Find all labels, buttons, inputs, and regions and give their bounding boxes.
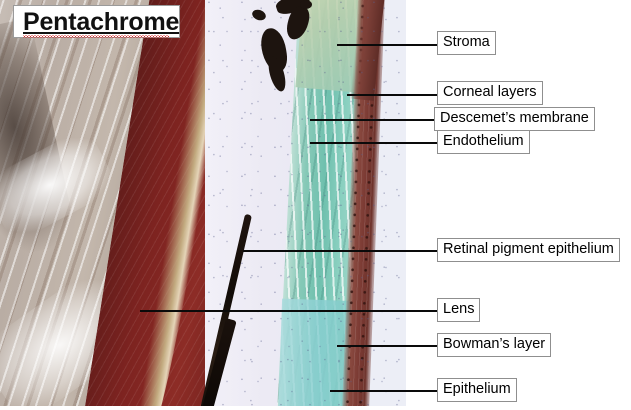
leader-line-epithelium [330, 390, 437, 392]
callout-label-descemet-s-membrane: Descemet’s membrane [434, 107, 595, 131]
title-box: Pentachrome [13, 5, 180, 38]
leader-line-corneal-layers [347, 94, 437, 96]
callout-label-epithelium: Epithelium [437, 378, 517, 402]
spellcheck-underline [23, 35, 169, 38]
callout-label-lens: Lens [437, 298, 481, 322]
callout-label-bowman-s-layer: Bowman’s layer [437, 333, 552, 357]
leader-line-retinal-pigment-epithelium [243, 250, 437, 252]
leader-line-lens [140, 310, 437, 312]
callout-label-stroma: Stroma [437, 31, 496, 55]
tissue-speckle-texture [205, 0, 406, 406]
page-title: Pentachrome [23, 8, 180, 36]
leader-line-endothelium [310, 142, 437, 144]
leader-line-descemet-s-membrane [310, 119, 434, 121]
leader-line-bowman-s-layer [337, 345, 437, 347]
pigment-artifact-6 [300, 0, 312, 9]
callout-label-corneal-layers: Corneal layers [437, 81, 543, 105]
callout-label-retinal-pigment-epithelium: Retinal pigment epithelium [437, 238, 620, 262]
callout-label-endothelium: Endothelium [437, 130, 530, 154]
leader-line-stroma [337, 44, 437, 46]
histology-micrograph [0, 0, 406, 406]
